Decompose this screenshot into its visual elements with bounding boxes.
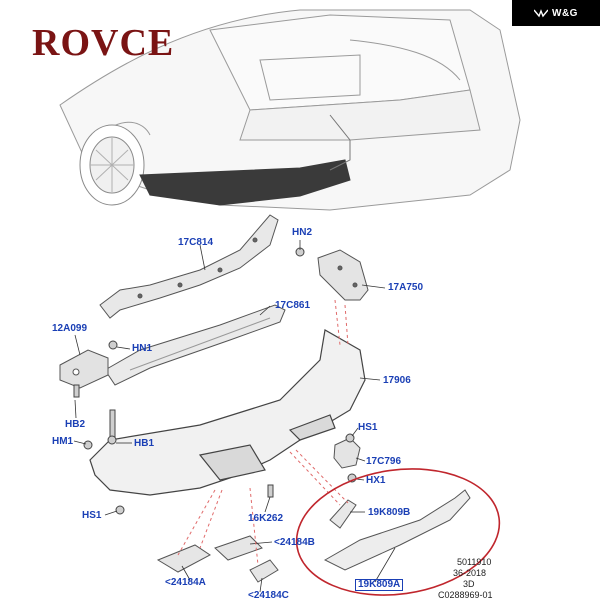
label-17C861: 17C861	[275, 300, 311, 311]
footer-ref-2: 36-2018	[453, 568, 487, 578]
footer-ref-4: C0288969-01	[438, 590, 493, 600]
label-HS1-left: HS1	[82, 510, 102, 521]
label-16K262: 16K262	[248, 513, 284, 524]
label-24184B: <24184B	[274, 537, 315, 548]
fasteners	[73, 247, 357, 515]
label-HN2: HN2	[292, 227, 313, 238]
part-19K809B-shape	[329, 499, 357, 529]
part-19K809A-shape	[323, 489, 471, 571]
part-17A750-shape	[317, 249, 369, 301]
label-17C796: 17C796	[366, 456, 402, 467]
part-17C796-shape	[333, 437, 361, 469]
badge-text: W&G	[552, 7, 578, 19]
label-17906: 17906	[383, 375, 411, 386]
part-12A099-shape	[59, 349, 109, 389]
label-17A750: 17A750	[388, 282, 424, 293]
label-HS1-right: HS1	[358, 422, 378, 433]
brand-logo: ROVCE	[32, 22, 175, 64]
wing-icon	[534, 9, 549, 18]
vehicle-rear-illustration	[59, 9, 521, 211]
part-17906-shape	[89, 329, 366, 496]
highlight-ellipse	[295, 468, 501, 596]
footer-ref-3: 3D	[463, 579, 475, 589]
footer-ref-1: 5011910	[457, 557, 492, 567]
label-HN1: HN1	[132, 343, 153, 354]
label-HM1: HM1	[52, 436, 74, 447]
leader-lines	[73, 240, 396, 593]
label-19K809A: 19K809A	[355, 579, 404, 591]
label-HB2: HB2	[65, 419, 86, 430]
label-19K809B: 19K809B	[368, 507, 411, 518]
part-17C814-shape	[99, 214, 279, 319]
label-17C814: 17C814	[178, 237, 214, 248]
label-HX1: HX1	[366, 475, 386, 486]
part-17C861-shape	[104, 304, 286, 386]
brand-badge: W&G	[512, 0, 600, 26]
explode-lines	[177, 299, 349, 566]
label-24184A: <24184A	[165, 577, 206, 588]
label-24184C: <24184C	[248, 590, 289, 601]
label-HB1: HB1	[134, 438, 155, 449]
part-24184-shapes	[156, 535, 279, 583]
label-12A099: 12A099	[52, 323, 88, 334]
